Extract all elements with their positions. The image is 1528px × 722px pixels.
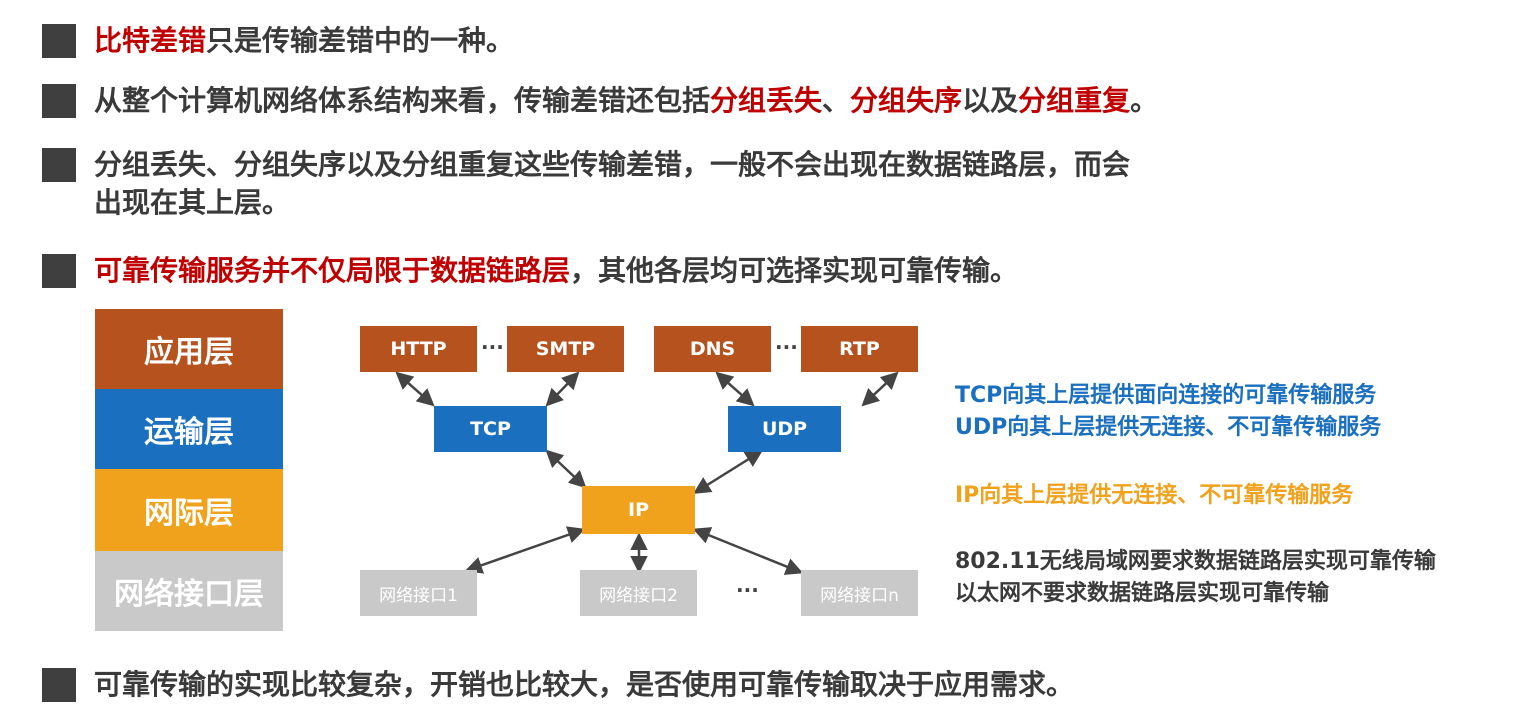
bullet-square-icon [42,148,76,182]
layer-internet: 网际层 [95,469,283,551]
ellipsis: ··· [481,335,504,359]
bullet-square-icon [42,668,76,702]
bullet-5-text: 可靠传输的实现比较复杂，开销也比较大，是否使用可靠传输取决于应用需求。 [94,668,1075,701]
layer-transport: 运输层 [95,389,283,469]
protocol-http: HTTP [360,326,477,372]
note-tcp: TCP向其上层提供面向连接的可靠传输服务 [955,383,1377,408]
bullet-1: 比特差错只是传输差错中的一种。 [42,22,514,60]
protocol-udp: UDP [728,406,841,452]
arrow-rtp-udp [861,371,899,407]
bullet-4-text: 可靠传输服务并不仅局限于数据链路层，其他各层均可选择实现可靠传输。 [94,254,1019,287]
note-ip: IP向其上层提供无连接、不可靠传输服务 [955,483,1354,508]
protocol-ip: IP [582,486,695,534]
interface-n: 网络接口n [801,570,918,616]
arrow-smtp-tcp [545,371,580,407]
bullet-square-icon [42,84,76,118]
ellipsis: ··· [775,335,798,359]
protocol-rtp: RTP [801,326,918,372]
arrow-tcp-ip [545,449,587,489]
bullet-square-icon [42,254,76,288]
arrow-http-tcp [395,371,435,407]
bullet-5: 可靠传输的实现比较复杂，开销也比较大，是否使用可靠传输取决于应用需求。 [42,666,1074,704]
arrow-udp-ip [693,450,763,494]
note-udp: UDP向其上层提供无连接、不可靠传输服务 [955,415,1382,440]
ellipsis: ··· [736,578,759,602]
note-ethernet: 以太网不要求数据链路层实现可靠传输 [955,581,1330,606]
arrow-ip-ifn [692,527,804,575]
bullet-4: 可靠传输服务并不仅局限于数据链路层，其他各层均可选择实现可靠传输。 [42,252,1018,290]
interface-2: 网络接口2 [580,570,697,616]
bullet-1-text: 比特差错只是传输差错中的一种。 [94,24,515,57]
interface-1: 网络接口1 [360,570,477,616]
bullet-square-icon [42,24,76,58]
bullet-3: 分组丢失、分组失序以及分组重复这些传输差错，一般不会出现在数据链路层，而会 出现… [42,146,1130,222]
protocol-smtp: SMTP [507,326,624,372]
protocol-dns: DNS [654,326,771,372]
arrow-dns-udp [715,371,755,407]
protocol-tcp: TCP [434,406,547,452]
layer-network-interface: 网络接口层 [95,551,283,631]
layer-application: 应用层 [95,309,283,389]
bullet-2-text: 从整个计算机网络体系结构来看，传输差错还包括分组丢失、分组失序以及分组重复。 [94,84,1159,117]
note-wifi: 802.11无线局域网要求数据链路层实现可靠传输 [955,549,1436,574]
arrow-ip-if1 [464,526,586,574]
bullet-3-text: 分组丢失、分组失序以及分组重复这些传输差错，一般不会出现在数据链路层，而会 出现… [94,148,1131,219]
bullet-2: 从整个计算机网络体系结构来看，传输差错还包括分组丢失、分组失序以及分组重复。 [42,82,1158,120]
